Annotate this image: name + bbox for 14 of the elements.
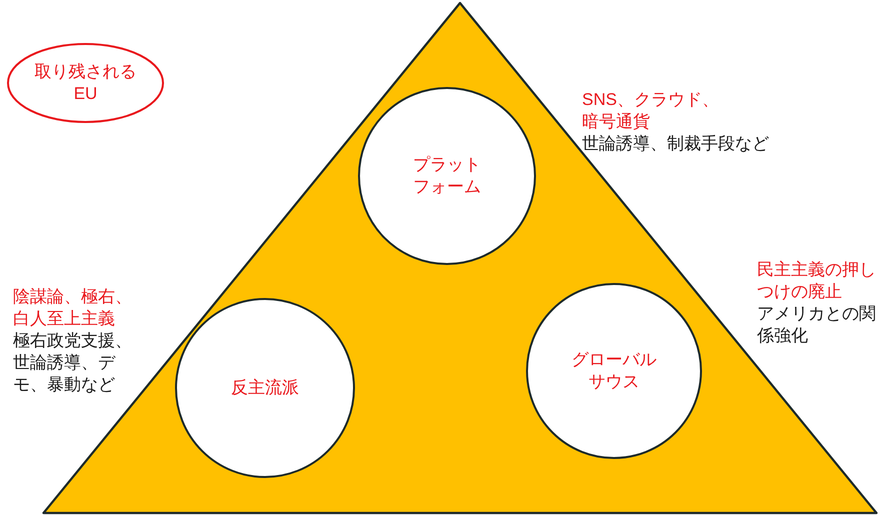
annotation-text: SNS、クラウド、暗号通貨 [582, 89, 720, 133]
annotation-text: 世論誘導、制裁手段など [582, 133, 769, 155]
circle [526, 283, 702, 459]
label-text: プラットフォーム [412, 154, 482, 198]
annotation-text: 陰謀論、極右、白人至上主義 [13, 286, 133, 330]
annotation-text: アメリカとの関係強化 [757, 303, 877, 347]
label-text: グローバルサウス [570, 349, 658, 393]
oval [7, 43, 164, 123]
circle [358, 87, 536, 265]
label-text: 取り残されるEU [34, 61, 138, 105]
annotation-text: 極右政党支援、世論誘導、デモ、暴動など [13, 330, 133, 396]
circle [175, 298, 355, 478]
label-text: 反主流派 [231, 377, 299, 399]
annotation-text: 民主主義の押しつけの廃止 [757, 259, 877, 303]
